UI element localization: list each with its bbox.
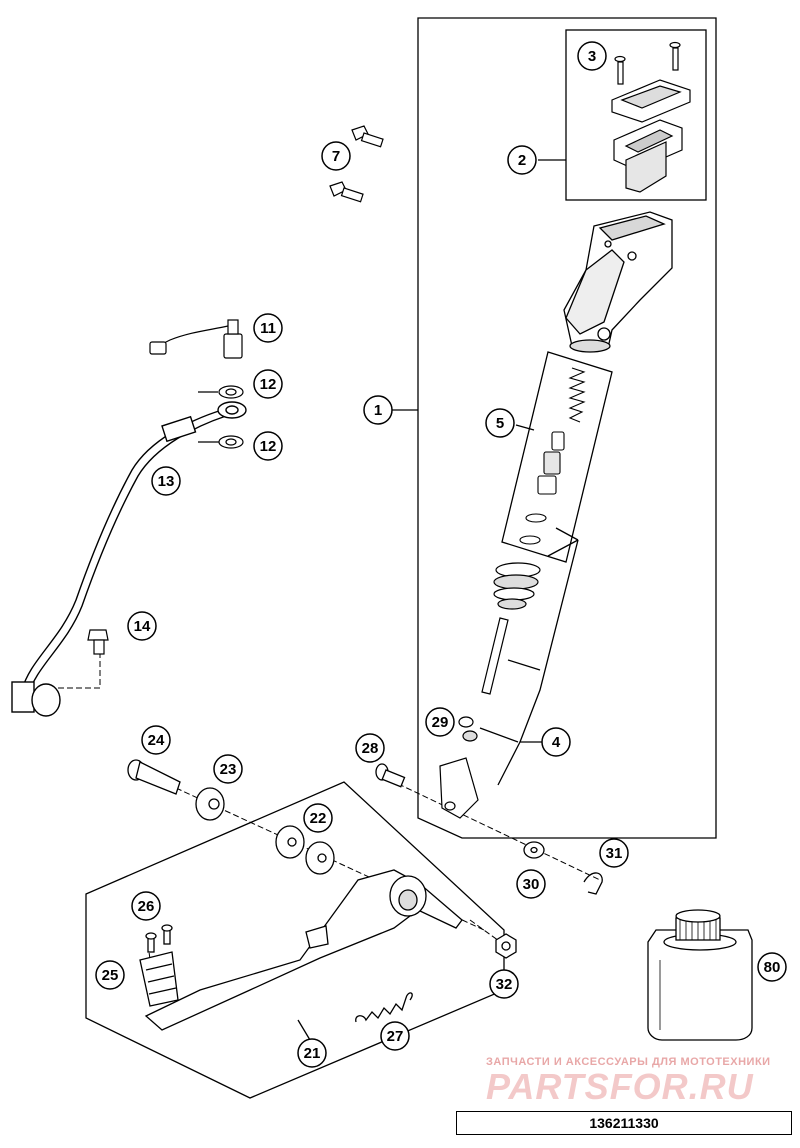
callout-21[interactable]: 21: [297, 1038, 327, 1068]
svg-text:80: 80: [764, 959, 781, 976]
callout-13[interactable]: 13: [151, 466, 181, 496]
svg-text:24: 24: [148, 732, 165, 749]
screw-3b: [669, 41, 681, 71]
svg-text:28: 28: [362, 740, 379, 757]
svg-text:31: 31: [606, 845, 623, 862]
callout-1[interactable]: 1: [363, 395, 393, 425]
pivot-bolt-24: [127, 759, 181, 795]
diagram-code: 136211330: [456, 1111, 792, 1135]
callout-25[interactable]: 25: [95, 960, 125, 990]
svg-text:5: 5: [496, 415, 504, 432]
callout-29[interactable]: 29: [425, 707, 455, 737]
callout-4[interactable]: 4: [541, 727, 571, 757]
banjo-bolt-14: [87, 629, 109, 655]
brake-fluid-bottle-80: [647, 909, 753, 1041]
svg-text:29: 29: [432, 714, 449, 731]
return-spring-27: [355, 992, 413, 1023]
assembly-2-box: [565, 29, 707, 201]
svg-text:14: 14: [134, 618, 151, 635]
callout-11[interactable]: 11: [253, 313, 283, 343]
reservoir-cap: [611, 79, 691, 123]
svg-text:11: 11: [260, 320, 276, 337]
svg-text:7: 7: [332, 148, 340, 165]
bushing-23: [195, 787, 225, 821]
svg-text:4: 4: [552, 734, 561, 751]
brake-line: [11, 401, 247, 717]
callout-23[interactable]: 23: [213, 754, 243, 784]
svg-text:26: 26: [138, 898, 155, 915]
svg-text:23: 23: [220, 761, 237, 778]
svg-text:2: 2: [518, 152, 526, 169]
reservoir-membrane: [613, 119, 683, 193]
assembly-1-outline: [417, 17, 717, 839]
svg-text:12: 12: [260, 376, 277, 393]
pedal-tip-25: [139, 951, 179, 1007]
pin-28: [375, 763, 406, 788]
callout-24[interactable]: 24: [141, 725, 171, 755]
svg-text:25: 25: [102, 967, 119, 984]
svg-text:27: 27: [387, 1028, 404, 1045]
svg-text:30: 30: [523, 876, 540, 893]
washers-22: [275, 825, 335, 875]
svg-text:3: 3: [588, 48, 596, 65]
washer-30: [523, 841, 545, 859]
callout-12b[interactable]: 12: [253, 431, 283, 461]
callout-26[interactable]: 26: [131, 891, 161, 921]
callout-22[interactable]: 22: [303, 803, 333, 833]
pushrod-assembly: [439, 562, 541, 819]
brake-light-switch: [149, 319, 243, 359]
callout-5[interactable]: 5: [485, 408, 515, 438]
svg-text:21: 21: [304, 1045, 321, 1062]
callout-2[interactable]: 2: [507, 145, 537, 175]
piston-spring: [519, 367, 586, 545]
brake-pedal-21: [144, 869, 463, 1031]
svg-text:32: 32: [496, 976, 513, 993]
callout-14[interactable]: 14: [127, 611, 157, 641]
callout-7[interactable]: 7: [321, 141, 351, 171]
watermark-logo: PARTSFOR.RU: [486, 1066, 754, 1107]
watermark-tagline: ЗАПЧАСТИ И АКСЕССУАРЫ ДЛЯ МОТОТЕХНИКИ: [486, 1056, 771, 1068]
callout-80[interactable]: 80: [757, 952, 787, 982]
callout-30[interactable]: 30: [516, 869, 546, 899]
callout-3[interactable]: 3: [577, 41, 607, 71]
screw-3a: [614, 55, 626, 85]
svg-text:12: 12: [260, 438, 277, 455]
cotter-pin-31: [583, 872, 603, 895]
screws-26: [145, 924, 173, 953]
callout-32[interactable]: 32: [489, 969, 519, 999]
bolts-7: [329, 125, 384, 203]
master-cylinder-body: [563, 211, 673, 353]
svg-text:1: 1: [374, 402, 382, 419]
callout-27[interactable]: 27: [380, 1021, 410, 1051]
assembly-5-outline: [501, 351, 613, 563]
svg-text:22: 22: [310, 810, 327, 827]
svg-text:13: 13: [158, 473, 175, 490]
callout-31[interactable]: 31: [599, 838, 629, 868]
callout-28[interactable]: 28: [355, 733, 385, 763]
callout-12a[interactable]: 12: [253, 369, 283, 399]
nut-32: [495, 933, 517, 959]
